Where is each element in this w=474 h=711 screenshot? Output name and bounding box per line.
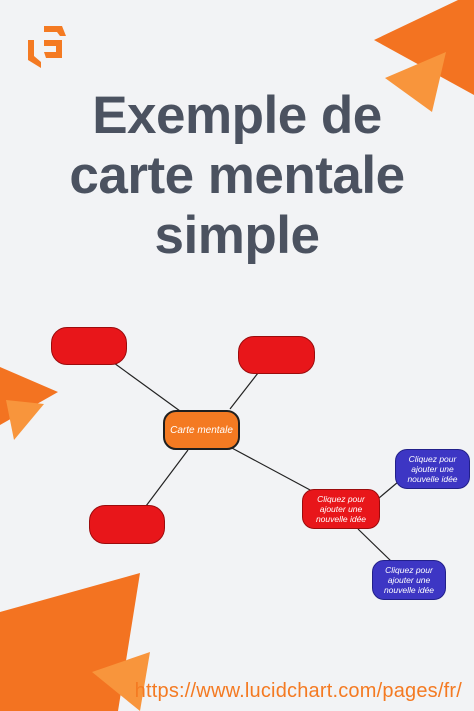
orange-triangle-left-light bbox=[6, 400, 44, 440]
title-line-3: simple bbox=[154, 206, 320, 265]
blank-node-top-right[interactable] bbox=[238, 336, 315, 374]
orange-triangle-bottom-light bbox=[92, 652, 150, 711]
grandchild-node-top[interactable]: Cliquez pour ajouter une nouvelle idée bbox=[395, 449, 470, 489]
connector-central-child bbox=[229, 446, 313, 492]
child-node-label: Cliquez pour ajouter une nouvelle idée bbox=[315, 494, 367, 524]
connector-child-blue-top bbox=[378, 481, 399, 499]
child-node[interactable]: Cliquez pour ajouter une nouvelle idée bbox=[302, 489, 380, 529]
title-line-2: carte mentale bbox=[69, 146, 405, 205]
orange-triangle-top-right-light bbox=[385, 52, 446, 112]
connector-central-blank-bottom-left bbox=[145, 449, 189, 507]
connector-central-blank-top-left bbox=[113, 362, 181, 412]
grandchild-node-top-label: Cliquez pour ajouter une nouvelle idée bbox=[407, 454, 458, 484]
blank-node-bottom-left[interactable] bbox=[89, 505, 165, 544]
title-line-1: Exemple de bbox=[92, 86, 382, 145]
orange-triangle-top-right bbox=[374, 0, 474, 95]
grandchild-node-bottom[interactable]: Cliquez pour ajouter une nouvelle idée bbox=[372, 560, 446, 600]
connector-child-blue-bottom bbox=[357, 528, 393, 563]
grandchild-node-bottom-label: Cliquez pour ajouter une nouvelle idée bbox=[383, 565, 435, 595]
footer-url[interactable]: https://www.lucidchart.com/pages/fr/ bbox=[134, 680, 462, 702]
central-node-label: Carte mentale bbox=[170, 424, 233, 436]
blank-node-top-left[interactable] bbox=[51, 327, 127, 365]
connector-central-blank-top-right bbox=[229, 372, 259, 410]
central-node[interactable]: Carte mentale bbox=[163, 410, 240, 450]
page-title: Exemple de carte mentale simple bbox=[0, 86, 474, 266]
lucidchart-logo-icon bbox=[28, 26, 66, 68]
